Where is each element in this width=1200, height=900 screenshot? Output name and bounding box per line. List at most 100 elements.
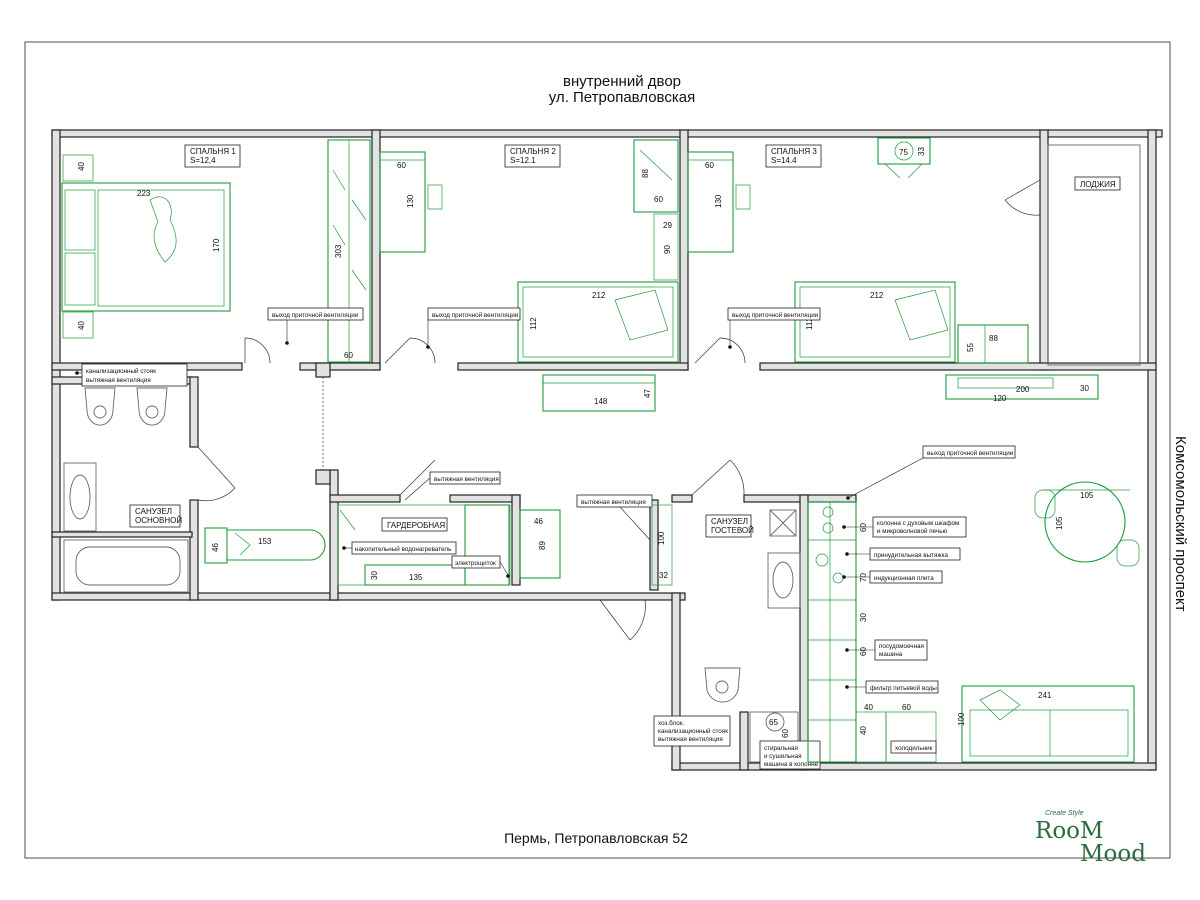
dim: 212	[592, 291, 606, 300]
dim: 241	[1038, 691, 1052, 700]
column-note-b: и микроволновой печью	[877, 527, 947, 535]
dim: 112	[805, 317, 814, 330]
stack-note-a: канализационный стояк	[86, 367, 156, 375]
dim: 100	[957, 712, 966, 726]
boiler-niche	[651, 504, 673, 586]
bedroom-1-name: СПАЛЬНЯ 1	[190, 147, 236, 156]
dim: 40	[864, 703, 873, 712]
dim: 88	[641, 169, 650, 178]
dim: 60	[902, 703, 911, 712]
filter-note: фильтр питьевой воды	[870, 684, 937, 692]
dim: 60	[781, 729, 790, 738]
loggia: ЛОДЖИЯ	[1047, 144, 1141, 366]
tv-stand	[542, 374, 656, 412]
roommood-logo: Create Style RooM Mood	[1035, 810, 1146, 867]
hall-bench: 46 153	[204, 527, 326, 564]
hood-note: принудительная вытяжка	[874, 552, 949, 559]
bedroom-3-name: СПАЛЬНЯ 3	[771, 147, 817, 156]
dim: 46	[534, 517, 543, 526]
toilet	[136, 387, 168, 426]
wardrobe-name: ГАРДЕРОБНАЯ	[387, 521, 445, 530]
exhaust-note-2: вытяжная вентиляция	[581, 499, 646, 506]
street-right: Комсомольский проспект	[1172, 436, 1189, 612]
dim: 148	[594, 397, 608, 406]
wash-note-c: машина в колонне	[764, 761, 819, 768]
armchair	[877, 137, 931, 165]
shelf	[957, 324, 1029, 364]
kitchen: 60 70 30 60 40 60 40 колонна с духовым ш…	[807, 445, 1016, 763]
dim: 212	[870, 291, 884, 300]
dim: 30	[1080, 384, 1089, 393]
header-courtyard: внутренний двор	[563, 73, 681, 90]
sink	[767, 552, 801, 609]
main-bathroom: канализационный стояк вытяжная вентиляци…	[63, 363, 236, 593]
dim: 30	[370, 571, 379, 580]
dim: 223	[137, 189, 151, 198]
bedroom-3-area: S=14.4	[771, 156, 797, 165]
dim: 40	[77, 321, 86, 330]
door-swing	[1004, 179, 1041, 216]
single-bed	[794, 281, 956, 363]
dim: 135	[409, 573, 423, 582]
util-note-b: канализационный стояк	[658, 727, 728, 735]
logo-script: Create Style	[1045, 810, 1084, 817]
bedroom-2-area: S=12.1	[510, 156, 536, 165]
bath-main-line1: САНУЗЕЛ	[135, 507, 172, 516]
tv-unit: 200 30 120	[945, 374, 1099, 403]
hob-note: индукционная плита	[874, 575, 934, 582]
kitchen-counter	[807, 501, 857, 763]
dim: 112	[529, 317, 538, 330]
dim: 88	[989, 334, 998, 343]
dim: 303	[334, 244, 343, 258]
bathtub	[63, 539, 189, 593]
nightstand	[62, 311, 94, 339]
sink	[63, 462, 97, 532]
bidet	[84, 387, 116, 426]
bedroom-1-area: S=12,4	[190, 156, 216, 165]
dim: 60	[397, 161, 406, 170]
column-note-a: колонна с духовым шкафом	[877, 520, 959, 527]
dim: 153	[258, 537, 272, 546]
dining-table: 105 105	[1034, 481, 1140, 567]
shower-drain	[769, 509, 797, 537]
single-bed	[517, 281, 679, 363]
bedroom-2-name: СПАЛЬНЯ 2	[510, 147, 556, 156]
loggia-name: ЛОДЖИЯ	[1080, 180, 1116, 189]
walls	[51, 129, 1163, 771]
wash-note-b: и сушильная	[764, 753, 801, 760]
dim: 33	[917, 147, 926, 156]
dish-note-a: посудомоечная	[879, 643, 924, 650]
footer-address: Пермь, Петропавловская 52	[504, 830, 688, 846]
dim: 105	[1055, 516, 1064, 530]
door-swing	[694, 337, 746, 364]
door-swing	[197, 446, 236, 502]
vent-note-4: выход приточной вентиляции	[927, 449, 1014, 457]
dim: 60	[344, 351, 353, 360]
dim: 120	[993, 394, 1007, 403]
dim: 60	[654, 195, 663, 204]
vent-note-1: выход приточной вентиляции	[272, 311, 359, 319]
door-swing	[691, 459, 745, 496]
wardrobe-room: вытяжная вентиляция 30 135 ГАРДЕРОБНАЯ н…	[337, 459, 511, 586]
dim: 75	[899, 148, 908, 157]
dim: 29	[663, 221, 672, 230]
vent-note-3: выход приточной вентиляции	[732, 311, 819, 319]
bath-main-line2: ОСНОВНОЙ	[135, 516, 182, 525]
util-note-a: хоз.блок.	[658, 719, 684, 727]
dim: 40	[77, 162, 86, 171]
dim: 30	[859, 613, 868, 622]
wardrobe	[633, 139, 679, 213]
nightstand	[62, 154, 94, 182]
stack-note-b: вытяжная вентиляция	[86, 377, 151, 384]
fridge-note: холодильник	[895, 745, 933, 752]
dim: 47	[643, 389, 652, 398]
header-street: ул. Петропавловская	[549, 89, 695, 106]
dim: 130	[406, 194, 415, 208]
bedroom-1: СПАЛЬНЯ 1 S=12,4 40 40 223 170 303 60 вы…	[61, 139, 371, 364]
dim: 170	[212, 238, 221, 252]
door-swing	[384, 337, 436, 364]
dim: 46	[211, 543, 220, 552]
dish-note-b: машина	[879, 651, 903, 658]
bath-guest-line1: САНУЗЕЛ	[711, 517, 748, 526]
